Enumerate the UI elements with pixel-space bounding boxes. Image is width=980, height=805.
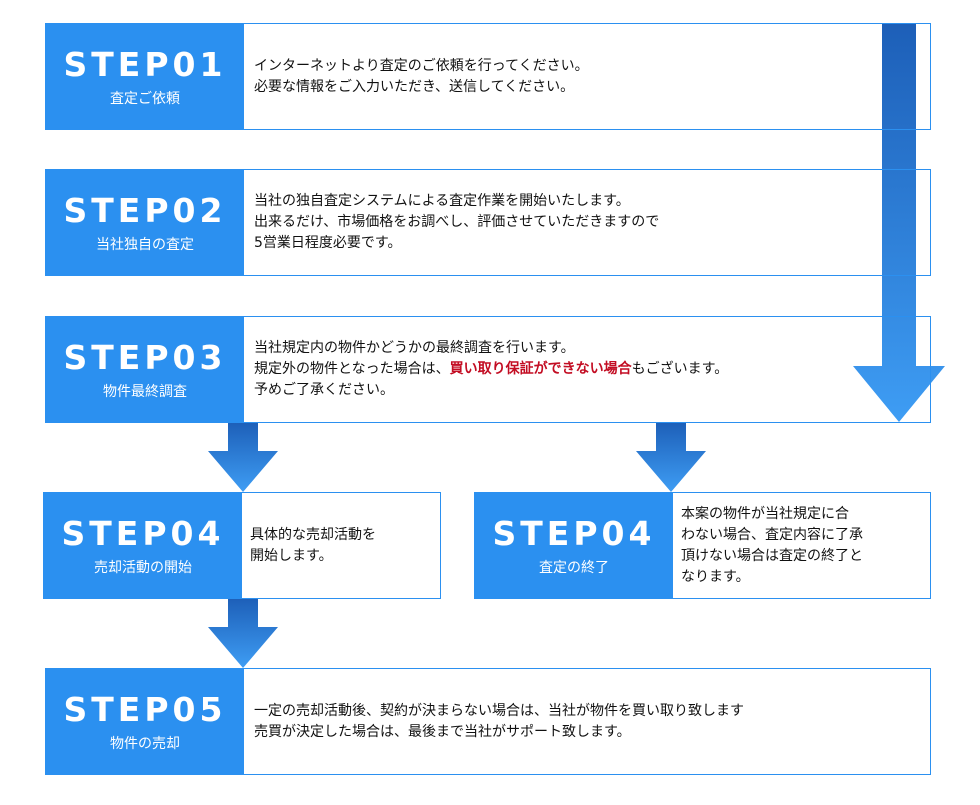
step4-sale-line: 開始します。	[250, 547, 333, 564]
step3-title: 物件最終調査	[103, 383, 187, 400]
step4-end-line: わない場合、査定内容に了承	[681, 526, 863, 543]
step4-sale-title: 売却活動の開始	[94, 559, 192, 576]
step2-description: 当社の独自査定システムによる査定作業を開始いたします。 出来るだけ、市場価格をお…	[244, 170, 880, 275]
step4-end-label-panel: STEP04 査定の終了	[475, 493, 673, 598]
step2-line: 当社の独自査定システムによる査定作業を開始いたします。	[254, 193, 630, 209]
step5-number: STEP05	[63, 689, 227, 729]
step1-label-panel: STEP01 査定ご依頼	[46, 24, 244, 129]
step3-line: 当社規定内の物件かどうかの最終調査を行います。	[254, 340, 575, 356]
step3-label-panel: STEP03 物件最終調査	[46, 317, 244, 422]
step4-end-number: STEP04	[492, 513, 656, 553]
down-arrow-step3-to-4b	[636, 422, 706, 492]
step2-number: STEP02	[63, 190, 227, 230]
step4-sale-description: 具体的な売却活動を 開始します。	[242, 493, 440, 598]
step1-line: インターネットより査定のご依頼を行ってください。	[254, 57, 589, 74]
step4-end-description: 本案の物件が当社規定に合 わない場合、査定内容に了承 頂けない場合は査定の終了と…	[673, 493, 930, 598]
step3-number: STEP03	[63, 337, 227, 377]
step2-title: 当社独自の査定	[96, 236, 194, 253]
step4-end-line: 頂けない場合は査定の終了と	[681, 547, 863, 564]
step5-label-panel: STEP05 物件の売却	[46, 669, 244, 774]
step4-end-line: 本案の物件が当社規定に合	[681, 505, 849, 522]
step5-title: 物件の売却	[110, 735, 180, 752]
step1-number: STEP01	[63, 44, 227, 84]
step5-line: 一定の売却活動後、契約が決まらない場合は、当社が物件を買い取り致します	[254, 702, 744, 719]
step4-sale-box: STEP04 売却活動の開始 具体的な売却活動を 開始します。	[43, 492, 441, 599]
step5-description: 一定の売却活動後、契約が決まらない場合は、当社が物件を買い取り致します 売買が決…	[244, 669, 930, 774]
step3-line: 予めご了承ください。	[254, 382, 394, 398]
step1-title: 査定ご依頼	[110, 90, 180, 107]
down-arrow-step3-to-4a	[208, 422, 278, 492]
step4-end-title: 査定の終了	[539, 559, 609, 576]
step3-box: STEP03 物件最終調査 当社規定内の物件かどうかの最終調査を行います。 規定…	[45, 316, 931, 423]
step1-line: 必要な情報をご入力いただき、送信してください。	[254, 78, 575, 95]
guarantee-warning: 買い取り保証ができない場合	[449, 361, 632, 377]
step1-box: STEP01 査定ご依頼 インターネットより査定のご依頼を行ってください。 必要…	[45, 23, 931, 130]
step1-description: インターネットより査定のご依頼を行ってください。 必要な情報をご入力いただき、送…	[244, 24, 880, 129]
step5-box: STEP05 物件の売却 一定の売却活動後、契約が決まらない場合は、当社が物件を…	[45, 668, 931, 775]
step3-description: 当社規定内の物件かどうかの最終調査を行います。 規定外の物件となった場合は、買い…	[244, 317, 930, 422]
long-down-arrow	[853, 24, 945, 422]
step4-end-line: なります。	[681, 568, 750, 585]
step2-label-panel: STEP02 当社独自の査定	[46, 170, 244, 275]
step2-line: 5営業日程度必要です。	[254, 235, 402, 251]
down-arrow-step4a-to-5	[208, 598, 278, 668]
step2-box: STEP02 当社独自の査定 当社の独自査定システムによる査定作業を開始いたしま…	[45, 169, 931, 276]
step5-line: 売買が決定した場合は、最後まで当社がサポート致します。	[254, 723, 631, 740]
step4-end-box: STEP04 査定の終了 本案の物件が当社規定に合 わない場合、査定内容に了承 …	[474, 492, 931, 599]
step4-sale-label-panel: STEP04 売却活動の開始	[44, 493, 242, 598]
step2-line: 出来るだけ、市場価格をお調べし、評価させていただきますので	[254, 214, 660, 230]
step4-sale-number: STEP04	[61, 513, 225, 553]
step4-sale-line: 具体的な売却活動を	[250, 526, 376, 543]
step3-line: 規定外の物件となった場合は、買い取り保証ができない場合もございます。	[254, 361, 729, 377]
